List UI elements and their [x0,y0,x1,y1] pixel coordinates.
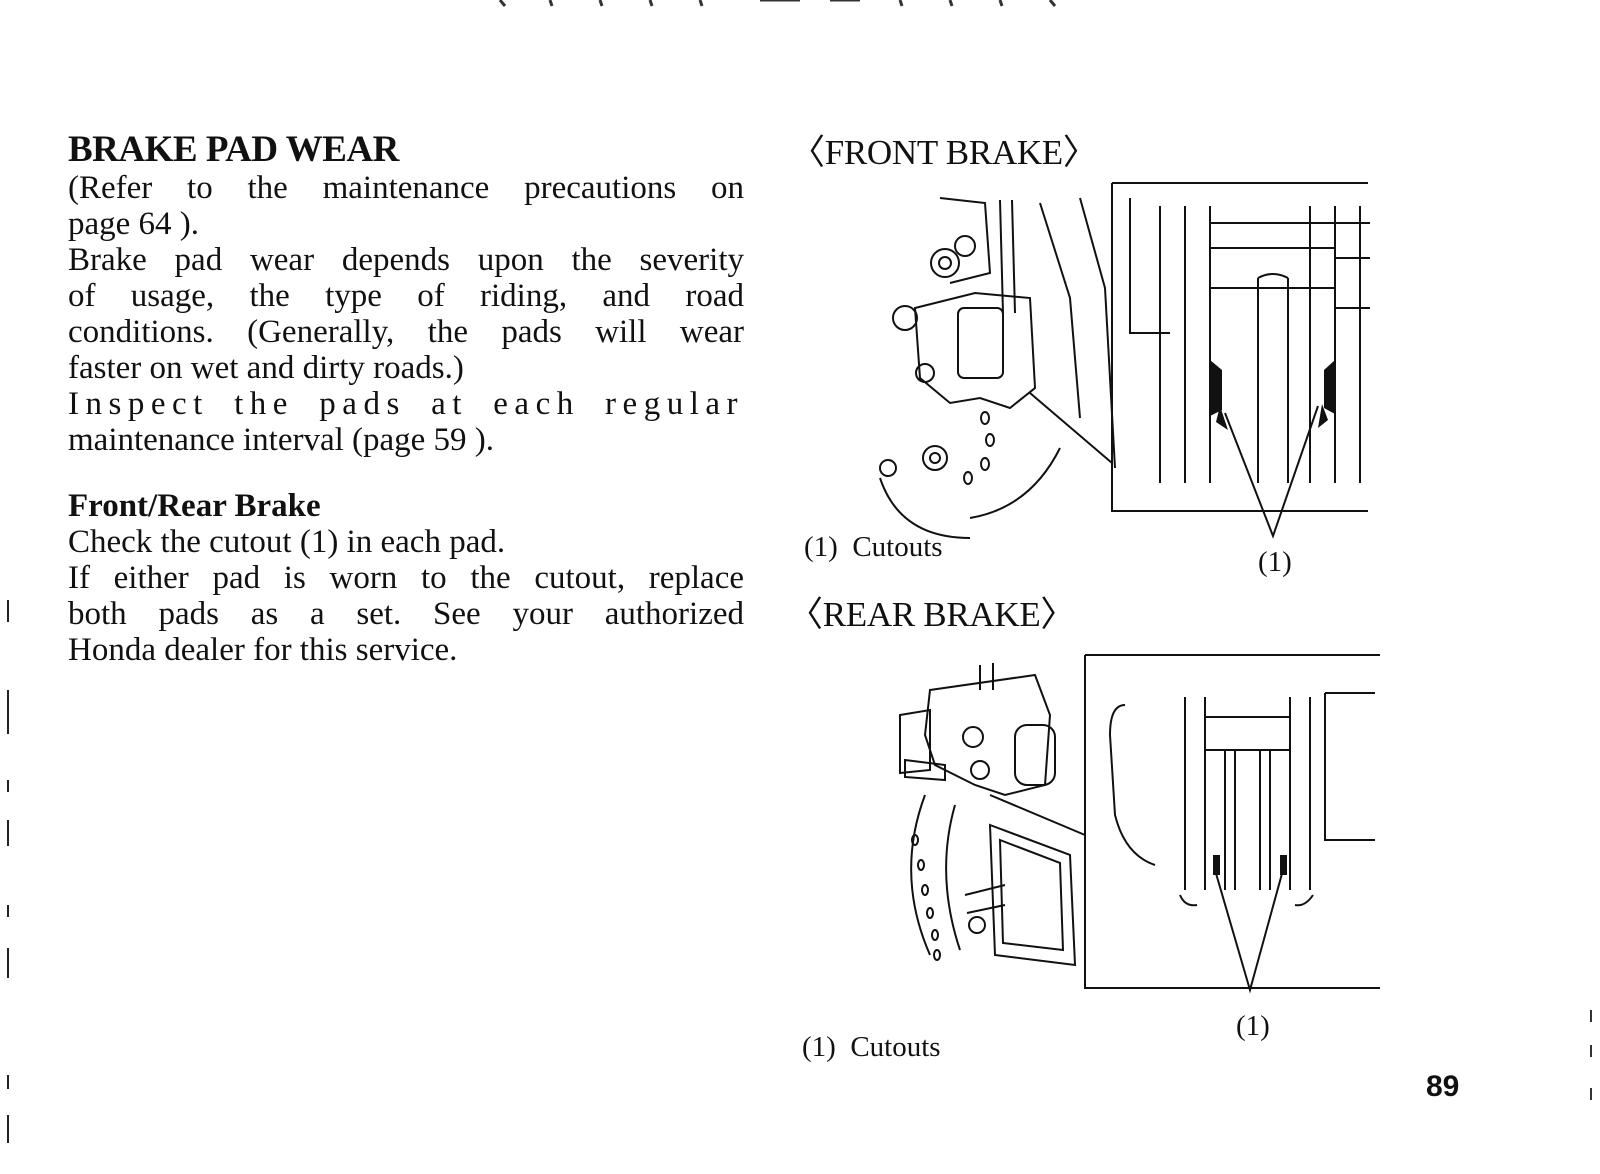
detail-line: Honda dealer for this service. [68,632,458,668]
margin-mark [7,690,9,734]
page-number: 89 [1426,1070,1460,1103]
margin-mark [7,905,9,917]
rear-callout-label: (1) [1236,1010,1270,1042]
intro-line: faster on wet and dirty roads.) [68,350,464,386]
margin-mark [7,1115,9,1143]
subsection-heading: Front/Rear Brake [68,488,321,524]
intro-line: conditions. (Generally, the pads will we… [68,314,744,350]
intro-line: page 64 ). [68,206,200,242]
margin-mark [1590,1088,1592,1100]
front-brake-illustration [879,182,1370,539]
intro-line: Inspect the pads at each regular [68,386,744,422]
intro-line: maintenance interval (page 59 ). [68,422,495,458]
margin-mark [7,780,9,792]
top-edge-fragment [498,0,1057,7]
margin-mark [1590,1045,1592,1057]
section-heading: BRAKE PAD WEAR [68,129,399,170]
margin-mark [7,948,9,978]
margin-mark [7,600,9,622]
margin-mark [7,820,9,846]
margin-mark [7,1075,9,1089]
margin-mark [1590,1010,1592,1022]
front-brake-label: 〈FRONT BRAKE〉 [790,133,1098,172]
main-text-column: BRAKE PAD WEAR (Refer to the maintenance… [68,129,744,669]
intro-line: of usage, the type of riding, and road [68,278,744,314]
front-cutouts-caption: (1) Cutouts [804,531,943,563]
rear-brake-illustration [899,654,1380,994]
rear-cutouts-caption: (1) Cutouts [802,1031,941,1063]
rear-brake-label: 〈REAR BRAKE〉 [788,595,1076,634]
intro-line: Brake pad wear depends upon the severity [68,242,744,278]
intro-line: (Refer to the maintenance precautions on [68,170,744,206]
detail-line: both pads as a set. See your authorized [68,596,744,632]
front-callout-label: (1) [1258,546,1292,578]
detail-line: If either pad is worn to the cutout, rep… [68,560,744,596]
detail-line: Check the cutout (1) in each pad. [68,524,506,560]
